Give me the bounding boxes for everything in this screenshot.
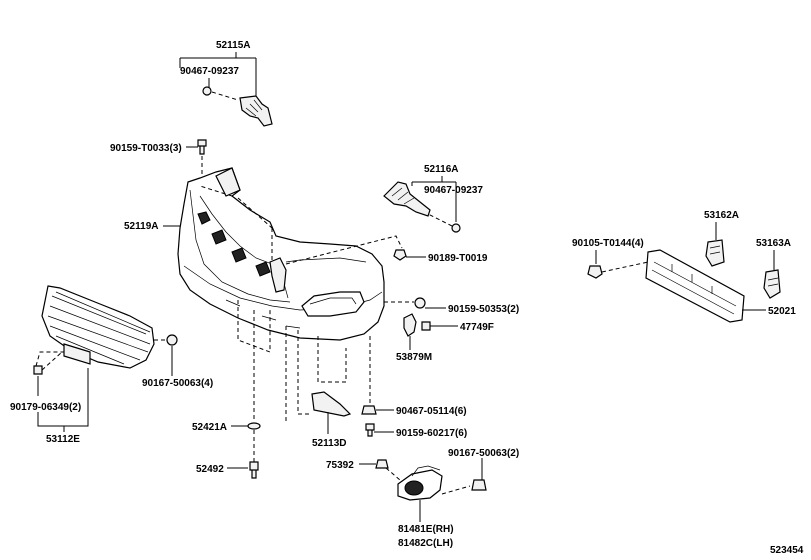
label-53162a[interactable]: 53162A xyxy=(704,210,739,221)
screw-52492 xyxy=(249,461,259,479)
plug-52421a-group: 52421A xyxy=(192,422,261,462)
label-53163a[interactable]: 53163A xyxy=(756,238,791,249)
nut-90189-t0019 xyxy=(393,249,407,261)
label-52116a[interactable]: 52116A xyxy=(424,164,458,175)
clip-90467-09237-b xyxy=(451,223,461,233)
license-bracket-group: 90105-T0144(4) 52021 53162A 53163A xyxy=(572,210,796,323)
clip-90467-05114 xyxy=(361,405,377,415)
nut-90189-t0019-group: 90189-T0019 xyxy=(285,235,488,265)
cover-52113d xyxy=(311,391,352,417)
label-90167-50063-b[interactable]: 90167-50063(2) xyxy=(448,448,519,459)
grille-53112e xyxy=(41,285,155,369)
cover-52113d-group: 52113D xyxy=(311,391,352,449)
clip-75392-group: 75392 xyxy=(326,459,401,481)
diagram-id: 523454 xyxy=(770,545,804,556)
clip-90467-09237-a xyxy=(202,86,212,96)
label-53879m[interactable]: 53879M xyxy=(396,352,432,363)
clip-90179-06349 xyxy=(33,365,43,375)
label-52492[interactable]: 52492 xyxy=(196,464,224,475)
screw-90105-t0144 xyxy=(587,265,603,279)
label-90189-t0019[interactable]: 90189-T0019 xyxy=(428,253,488,264)
clip-47749f xyxy=(421,321,431,331)
screw-90159-50353 xyxy=(414,297,426,309)
bumper-side-tab xyxy=(215,167,241,197)
retainer-52115a xyxy=(239,95,273,127)
label-90105-t0144[interactable]: 90105-T0144(4) xyxy=(572,238,644,249)
label-75392[interactable]: 75392 xyxy=(326,460,354,471)
screw-90159-50353-group: 90159-50353(2) xyxy=(384,297,519,315)
label-90467-09237-a[interactable]: 90467-09237 xyxy=(180,66,239,77)
clip-75392 xyxy=(375,459,389,469)
clip-90167-50063-b xyxy=(471,479,487,491)
screw-52492-group: 52492 xyxy=(196,461,259,479)
label-90467-09237-b[interactable]: 90467-09237 xyxy=(424,185,483,196)
label-90167-50063-a[interactable]: 90167-50063(4) xyxy=(142,378,213,389)
bumper-cover-52119a xyxy=(177,167,385,341)
plug-52421a xyxy=(247,422,261,430)
fog-cover-group: 90167-50063(2) 81481E(RH) 81482C(LH) xyxy=(397,448,519,549)
retainer-52115a-group: 52115A 90467-09237 xyxy=(179,40,273,127)
label-47749f[interactable]: 47749F xyxy=(460,322,494,333)
label-90159-60217[interactable]: 90159-60217(6) xyxy=(396,428,467,439)
retainer-52116a xyxy=(383,181,431,217)
label-52021[interactable]: 52021 xyxy=(768,306,796,317)
label-52119a[interactable]: 52119A xyxy=(124,221,158,232)
label-90159-50353[interactable]: 90159-50353(2) xyxy=(448,304,519,315)
label-90179-06349[interactable]: 90179-06349(2) xyxy=(10,402,81,413)
label-53112e[interactable]: 53112E xyxy=(46,434,80,445)
screw-90159-t0033-group: 90159-T0033(3) xyxy=(110,139,207,176)
label-81481e[interactable]: 81481E(RH) xyxy=(398,524,454,535)
label-90159-t0033[interactable]: 90159-T0033(3) xyxy=(110,143,182,154)
grille-53112e-group: 90167-50063(4) 90179-06349(2) 53112E xyxy=(10,285,213,445)
bracket-53163a xyxy=(763,269,781,299)
fog-lamp-lens xyxy=(404,480,424,496)
retainer-52116a-group: 52116A 90467-09237 xyxy=(383,164,483,233)
bracket-53879m xyxy=(403,313,417,337)
label-52115a[interactable]: 52115A xyxy=(216,40,250,51)
clip-47749f-group: 47749F xyxy=(421,321,494,333)
label-52113d[interactable]: 52113D xyxy=(312,438,346,449)
screw-90159-t0033 xyxy=(197,139,207,155)
screw-90159-60217 xyxy=(365,423,375,437)
label-52421a[interactable]: 52421A xyxy=(192,422,227,433)
license-bracket-52021 xyxy=(645,249,745,323)
bumper-cover-52119a-group: 52119A xyxy=(124,167,385,341)
fasteners-group: 90467-05114(6) 90159-60217(6) xyxy=(361,405,467,439)
label-81482c[interactable]: 81482C(LH) xyxy=(398,538,453,549)
clip-90167-50063-a xyxy=(166,334,178,346)
bracket-53879m-group: 53879M xyxy=(396,313,432,363)
label-90467-05114[interactable]: 90467-05114(6) xyxy=(396,406,467,417)
